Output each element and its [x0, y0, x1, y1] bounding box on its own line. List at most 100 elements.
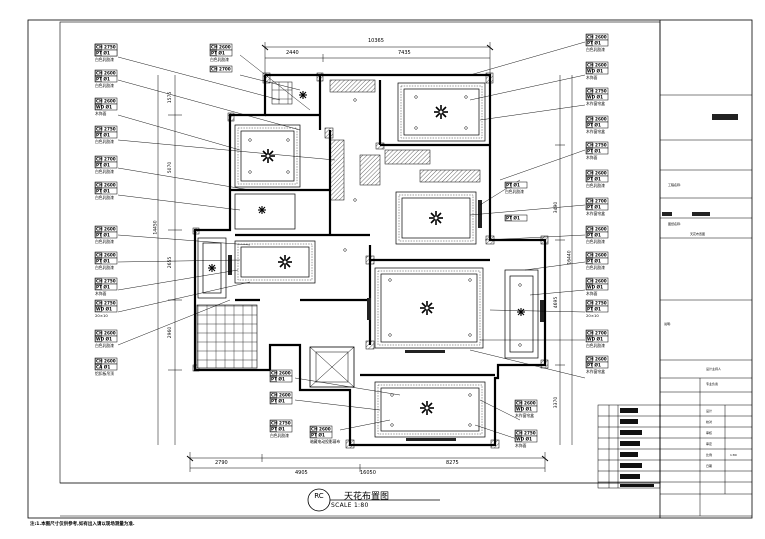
tag-code-text: CH 2750	[516, 431, 536, 436]
tag-note-text: 白色乳胶漆	[270, 433, 289, 438]
tag-note-text: 白色乳胶漆	[586, 343, 605, 348]
tag-note-text: 白色乳胶漆	[95, 169, 114, 174]
tag-note-text: 木作窗帘盒	[586, 211, 605, 216]
tag-code-text: CH 2750	[587, 143, 607, 148]
tag-code-text: CH 2600	[271, 371, 291, 376]
dim-right-a: 3490	[554, 201, 560, 214]
project-label: 工程名称:	[668, 183, 682, 187]
dim-left-d: 2655	[168, 256, 174, 269]
tag-code-text: CH 2600	[587, 357, 607, 362]
tag-code-text: PT Ø1	[271, 427, 285, 432]
tag-code-text: CA Ø1	[96, 365, 110, 370]
dim-right-b: 16440	[567, 250, 573, 265]
dim-bottom-c: 8275	[446, 460, 459, 466]
tag-code-text: PT Ø1	[506, 216, 520, 221]
tag-code-text: PT Ø1	[587, 205, 601, 210]
scale-value: 1:80	[730, 453, 737, 457]
tag-note-text: 20×10	[95, 313, 108, 318]
role-approve: 审定	[706, 442, 713, 446]
role-review: 审核	[706, 431, 713, 435]
tag-note-text: 白色乳胶漆	[95, 139, 114, 144]
tag-code-text: CH 2600	[96, 227, 116, 232]
dim-left-a: 1575	[168, 91, 174, 104]
tag-code-text: CH 2700	[211, 67, 231, 72]
tag-code-text: PT Ø1	[96, 189, 110, 194]
tag-note-text: 20×10	[586, 313, 599, 318]
role-design: 设计	[706, 409, 713, 413]
tag-code-text: WD Ø1	[587, 95, 603, 100]
tag-code-text: CH 2600	[587, 117, 607, 122]
drawing-label: 图纸名称:	[668, 222, 682, 226]
tag-code-text: CH 2750	[587, 89, 607, 94]
tag-code-text: CH 2600	[96, 331, 116, 336]
tag-code-text: CH 2750	[587, 301, 607, 306]
dim-left-c: 14450	[153, 220, 159, 235]
tag-note-text: 白色乳胶漆	[95, 195, 114, 200]
tag-code-text: CH 2600	[587, 171, 607, 176]
tag-code-text: CH 2600	[96, 99, 116, 104]
tag-code-text: WD Ø1	[516, 437, 532, 442]
tag-code-text: PT Ø1	[587, 177, 601, 182]
approver-label: 专业负责	[706, 382, 719, 386]
tag-code-text: PT Ø1	[211, 51, 225, 56]
tag-note-text: 铝扣板吊顶	[95, 371, 114, 376]
tag-note-text: 木作窗帘盒	[586, 129, 605, 134]
tag-code-text: PT Ø1	[311, 433, 325, 438]
tag-code-text: PT Ø1	[587, 41, 601, 46]
tag-code-text: PT Ø1	[587, 363, 601, 368]
tag-code-text: CH 2600	[516, 401, 536, 406]
dim-left-b: 5070	[168, 161, 174, 174]
tag-code-text: WD Ø1	[587, 69, 603, 74]
tag-code-text: CH 2600	[96, 183, 116, 188]
rc-symbol: RC	[314, 492, 324, 500]
tag-note-text: 白色乳胶漆	[586, 265, 605, 270]
tag-code-text: PT Ø1	[587, 149, 601, 154]
tag-note-text: 木饰面	[515, 443, 527, 448]
note-label: 说明:	[664, 322, 672, 326]
tag-code-text: PT Ø1	[96, 77, 110, 82]
tag-code-text: PT Ø1	[271, 399, 285, 404]
tag-code-text: CH 2600	[96, 253, 116, 258]
tag-code-text: CH 2600	[587, 253, 607, 258]
drawing-title: 天花布置图	[344, 492, 390, 502]
role-date: 日期	[706, 464, 713, 468]
tag-code-text: WD Ø1	[587, 285, 603, 290]
dim-top-a: 2440	[286, 50, 299, 56]
tag-note-text: 木饰面	[586, 155, 598, 160]
tag-code-text: PT Ø1	[271, 377, 285, 382]
tag-note-text: 白色乳胶漆	[95, 57, 114, 62]
tag-code-text: PT Ø1	[587, 259, 601, 264]
tag-note-text: 白色乳胶漆	[210, 57, 229, 62]
tag-code-text: PT Ø1	[96, 163, 110, 168]
tag-code-text: CH 2700	[587, 331, 607, 336]
ceiling-tag-center: PT Ø1	[504, 214, 528, 222]
dim-bottom-b: 4905	[295, 470, 308, 476]
tag-note-text: 白色乳胶漆	[95, 265, 114, 270]
drawing-name: 天花布置图	[690, 232, 706, 236]
tag-code-text: PT Ø1	[506, 183, 520, 188]
sheet-border	[27, 19, 753, 519]
tag-note-text: 白色乳胶漆	[505, 189, 524, 194]
